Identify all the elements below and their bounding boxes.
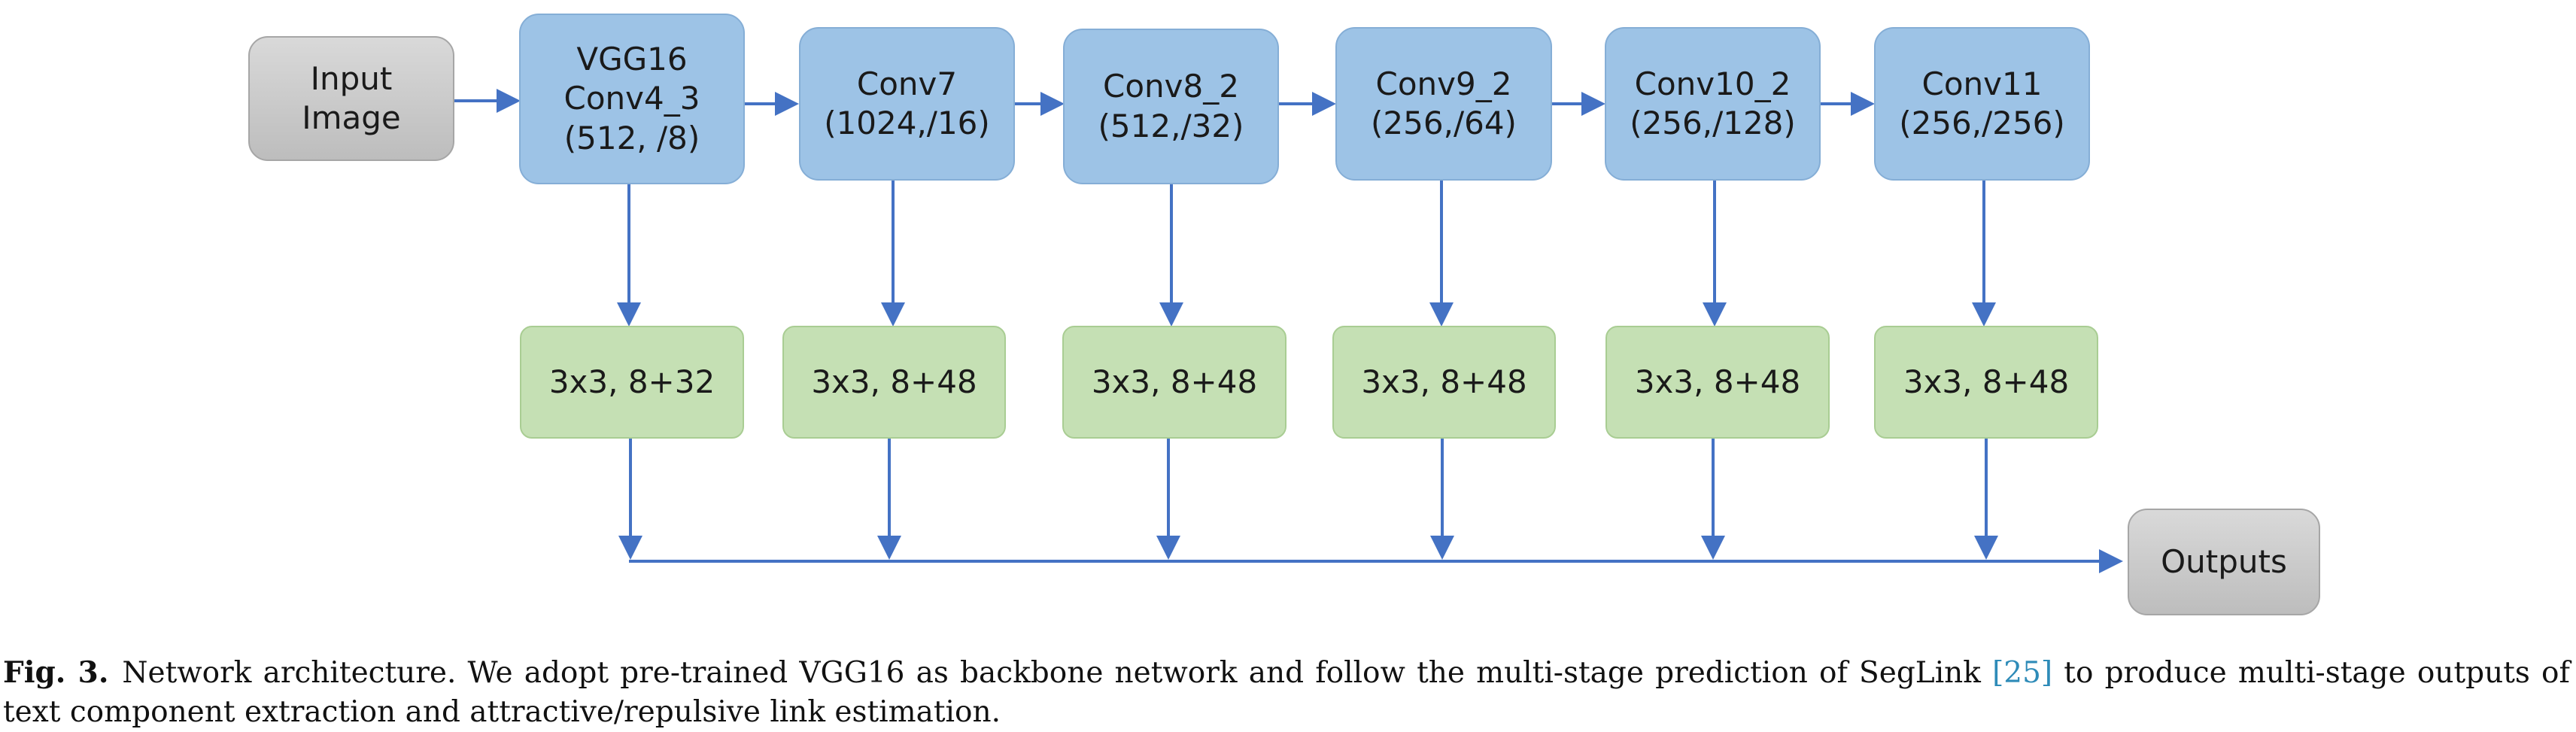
conv10-2-node: Conv10_2 (256,/128)	[1605, 27, 1821, 181]
conv11-line1: Conv11	[1921, 65, 2043, 102]
conv8-2-node: Conv8_2 (512,/32)	[1063, 29, 1279, 184]
conv10-line1: Conv10_2	[1634, 65, 1791, 102]
vgg16-conv4-3-node: VGG16 Conv4_3 (512, /8)	[519, 14, 745, 184]
input-image-node: Input Image	[248, 36, 454, 161]
architecture-diagram	[454, 89, 2123, 573]
prediction-node-1: 3x3, 8+32	[520, 326, 744, 439]
conv9-line1: Conv9_2	[1375, 65, 1512, 102]
caption-label: Fig. 3.	[3, 655, 109, 690]
conv11-line2: (256,/256)	[1899, 105, 2065, 141]
outputs-node: Outputs	[2128, 509, 2320, 615]
prediction-node-2: 3x3, 8+48	[782, 326, 1006, 439]
prediction-node-5: 3x3, 8+48	[1605, 326, 1830, 439]
vgg16-line2: Conv4_3	[564, 80, 700, 117]
figure-caption: Fig. 3. Network architecture. We adopt pr…	[3, 653, 2570, 732]
vgg16-line3: (512, /8)	[564, 119, 700, 156]
vgg16-line1: VGG16	[576, 40, 688, 77]
conv8-line2: (512,/32)	[1098, 107, 1244, 144]
input-image-line1: Input	[310, 59, 393, 97]
conv8-line1: Conv8_2	[1103, 68, 1239, 105]
caption-text-before-ref: Network architecture. We adopt pre-train…	[122, 656, 1993, 690]
conv7-line2: (1024,/16)	[824, 105, 990, 141]
conv9-2-node: Conv9_2 (256,/64)	[1335, 27, 1552, 181]
caption-reference-link[interactable]: [25]	[1992, 656, 2053, 690]
prediction-node-4: 3x3, 8+48	[1332, 326, 1556, 439]
conv7-line1: Conv7	[856, 65, 958, 102]
caption-text-after-ref: to produce multi-stage outputs of text c…	[3, 656, 2570, 729]
prediction-node-3: 3x3, 8+48	[1062, 326, 1286, 439]
prediction-node-6: 3x3, 8+48	[1874, 326, 2098, 439]
conv10-line2: (256,/128)	[1630, 105, 1796, 141]
conv9-line2: (256,/64)	[1371, 105, 1517, 141]
conv11-node: Conv11 (256,/256)	[1874, 27, 2090, 181]
input-image-line2: Image	[302, 99, 401, 136]
conv7-node: Conv7 (1024,/16)	[799, 27, 1015, 181]
